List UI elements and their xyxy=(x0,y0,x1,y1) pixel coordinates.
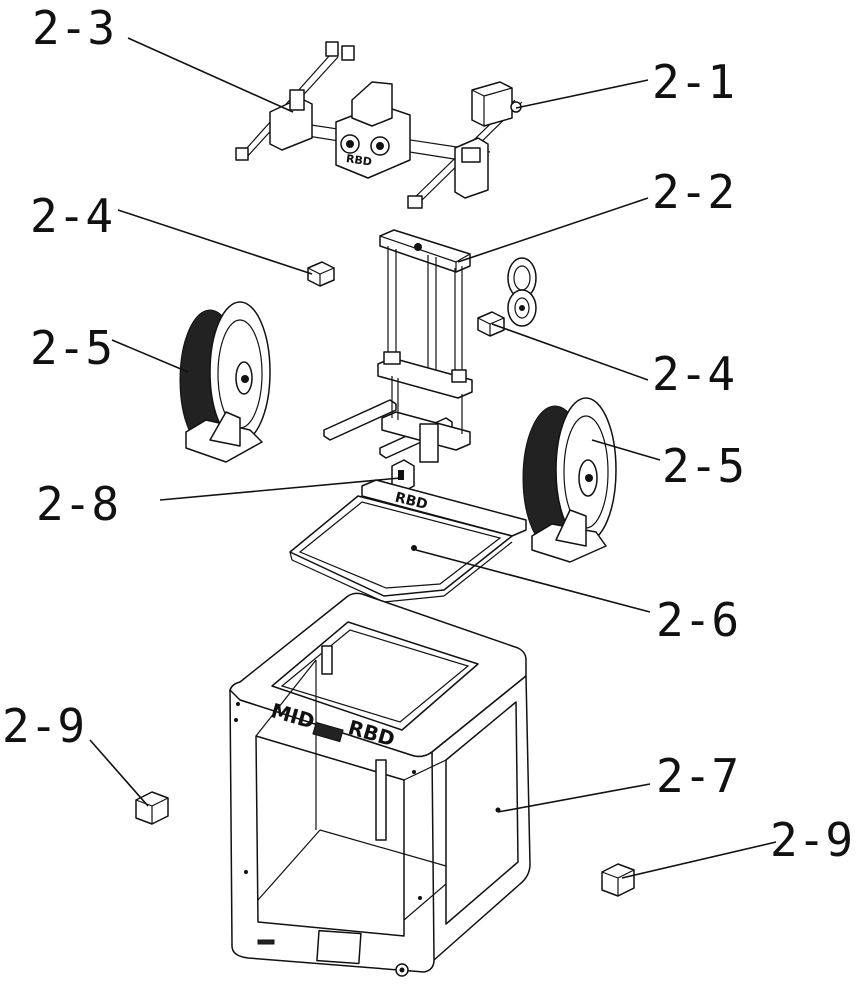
build-plate: RBD xyxy=(290,480,526,602)
label-2-4-left: 2-4 xyxy=(30,189,113,243)
pulley-wheels xyxy=(508,258,536,326)
label-2-2: 2-2 xyxy=(652,165,735,219)
label-2-1: 2-1 xyxy=(652,55,735,109)
label-2-9-right: 2-9 xyxy=(770,813,853,867)
leader-2-4-left xyxy=(118,210,312,274)
label-2-3: 2-3 xyxy=(32,1,115,55)
xy-gantry-assembly: RBD xyxy=(236,42,522,208)
rubber-foot-right xyxy=(602,864,634,896)
label-2-4-right: 2-4 xyxy=(652,347,735,401)
label-2-7: 2-7 xyxy=(656,749,739,803)
stepper-motor xyxy=(472,82,521,126)
leader-2-5-left xyxy=(112,340,188,372)
label-2-8: 2-8 xyxy=(36,477,119,531)
leader-2-1 xyxy=(516,80,648,108)
frame-slot xyxy=(258,940,274,944)
leader-2-3 xyxy=(128,38,293,112)
label-2-5-left: 2-5 xyxy=(30,321,113,375)
printer-frame: MID RBD xyxy=(230,593,530,976)
filament-spool-right xyxy=(523,398,616,562)
leader-2-9-right xyxy=(622,842,776,878)
label-2-5-right: 2-5 xyxy=(662,439,745,493)
leader-2-4-right xyxy=(492,324,648,380)
leader-2-2 xyxy=(458,198,648,262)
label-2-6: 2-6 xyxy=(656,593,739,647)
label-2-9-left: 2-9 xyxy=(2,699,85,753)
clip-right xyxy=(478,312,504,336)
filament-spool-left xyxy=(180,302,270,462)
leader-2-9-left xyxy=(90,740,148,806)
frame-display xyxy=(317,931,361,964)
z-axis-assembly xyxy=(324,230,472,462)
